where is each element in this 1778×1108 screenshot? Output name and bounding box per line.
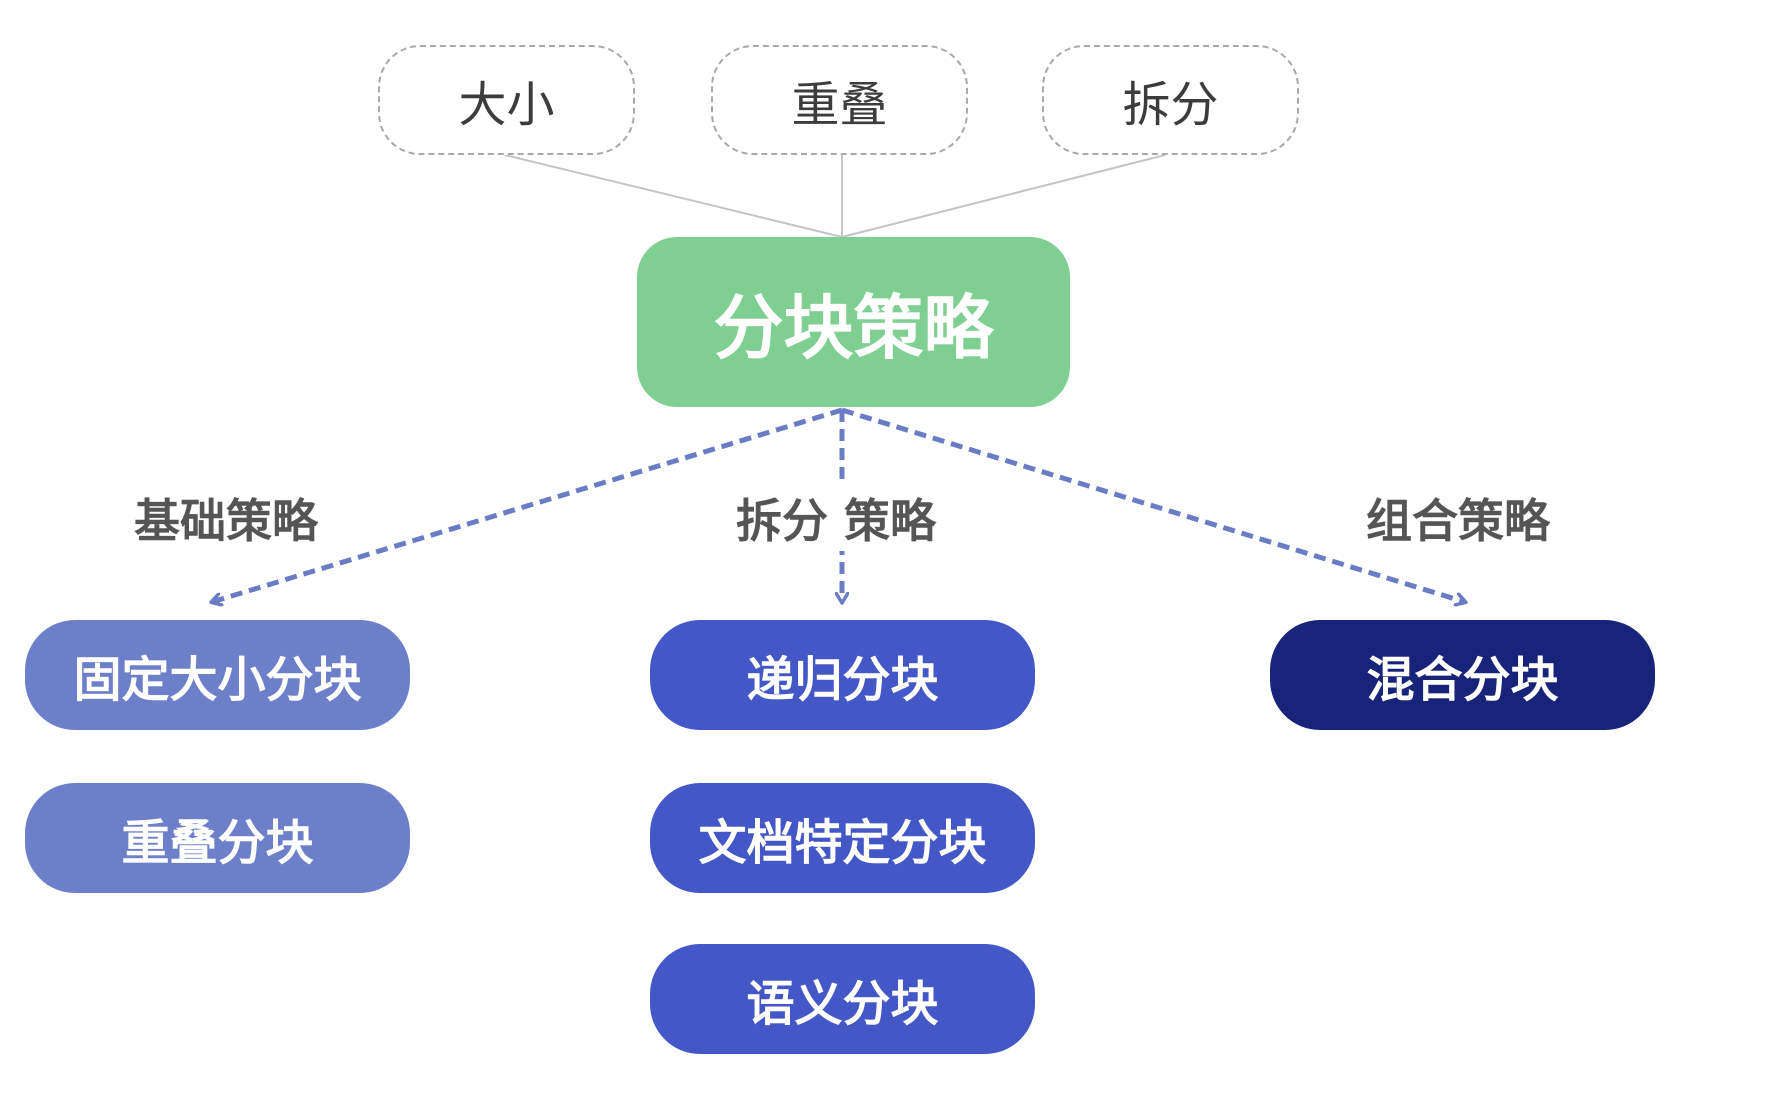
param-size: 大小: [378, 45, 635, 155]
node-recursive-chunking: 递归分块: [650, 620, 1035, 730]
root-node: 分块策略: [637, 237, 1070, 407]
connector-param-size: [504, 154, 843, 238]
category-label-basic: 基础策略: [130, 485, 322, 551]
param-overlap: 重叠: [711, 45, 968, 155]
node-fixed-size-chunking: 固定大小分块: [25, 620, 410, 730]
arrow-to-basic: [212, 407, 843, 602]
connector-param-split: [841, 154, 1166, 238]
category-label-combo: 组合策略: [1362, 485, 1554, 551]
node-hybrid-chunking: 混合分块: [1270, 620, 1655, 730]
node-overlap-chunking: 重叠分块: [25, 783, 410, 893]
node-semantic-chunking: 语义分块: [650, 944, 1035, 1054]
category-label-split: 拆分 策略: [732, 485, 941, 551]
arrow-to-combo: [841, 407, 1465, 602]
node-document-specific-chunking: 文档特定分块: [650, 783, 1035, 893]
param-split: 拆分: [1042, 45, 1299, 155]
